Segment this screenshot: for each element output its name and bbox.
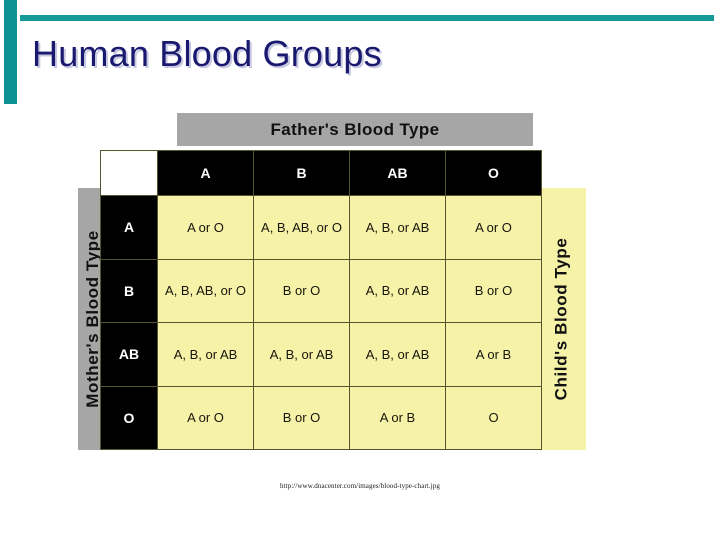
column-header-ab: AB [349, 150, 446, 196]
cell-a-a: A or O [157, 195, 254, 260]
cell-o-a: A or O [157, 385, 254, 450]
column-header-a: A [157, 150, 254, 196]
corner-blank [100, 150, 158, 196]
cell-b-ab: A, B, or AB [349, 258, 446, 323]
cell-a-b: A, B, AB, or O [253, 195, 350, 260]
cell-o-ab: A or B [349, 385, 446, 450]
page-title: Human Blood Groups [32, 33, 382, 74]
cell-a-o: A or O [445, 195, 542, 260]
cell-ab-o: A or B [445, 322, 542, 387]
slide-accent-rule [20, 15, 714, 21]
cell-o-o: O [445, 385, 542, 450]
column-header-b: B [253, 150, 350, 196]
blood-type-table: A B AB O A A or O A, B, AB, or O A, B, o… [100, 150, 542, 450]
blood-type-grid: A B AB O A A or O A, B, AB, or O A, B, o… [100, 150, 542, 450]
table-row: A A or O A, B, AB, or O A, B, or AB A or… [100, 195, 542, 260]
table-row: AB A, B, or AB A, B, or AB A, B, or AB A… [100, 322, 542, 387]
cell-a-ab: A, B, or AB [349, 195, 446, 260]
cell-ab-b: A, B, or AB [253, 322, 350, 387]
childs-blood-type-axis: Child's Blood Type [536, 188, 586, 450]
fathers-blood-type-label: Father's Blood Type [270, 119, 440, 139]
cell-b-o: B or O [445, 258, 542, 323]
table-row: O A or O B or O A or B O [100, 385, 542, 450]
row-header-o: O [100, 385, 158, 450]
row-header-b: B [100, 258, 158, 323]
row-header-a: A [100, 195, 158, 260]
row-header-ab: AB [100, 322, 158, 387]
slide-accent-bar [4, 0, 17, 104]
blood-type-chart: Father's Blood Type Mother's Blood Type … [78, 112, 586, 452]
cell-b-b: B or O [253, 258, 350, 323]
cell-ab-ab: A, B, or AB [349, 322, 446, 387]
table-header-row: A B AB O [100, 150, 542, 196]
childs-blood-type-label: Child's Blood Type [551, 237, 570, 401]
column-header-o: O [445, 150, 542, 196]
source-url-caption: http://www.dnacenter.com/images/blood-ty… [279, 482, 441, 490]
cell-o-b: B or O [253, 385, 350, 450]
fathers-blood-type-banner: Father's Blood Type [177, 113, 533, 146]
cell-b-a: A, B, AB, or O [157, 258, 254, 323]
cell-ab-a: A, B, or AB [157, 322, 254, 387]
table-row: B A, B, AB, or O B or O A, B, or AB B or… [100, 258, 542, 323]
